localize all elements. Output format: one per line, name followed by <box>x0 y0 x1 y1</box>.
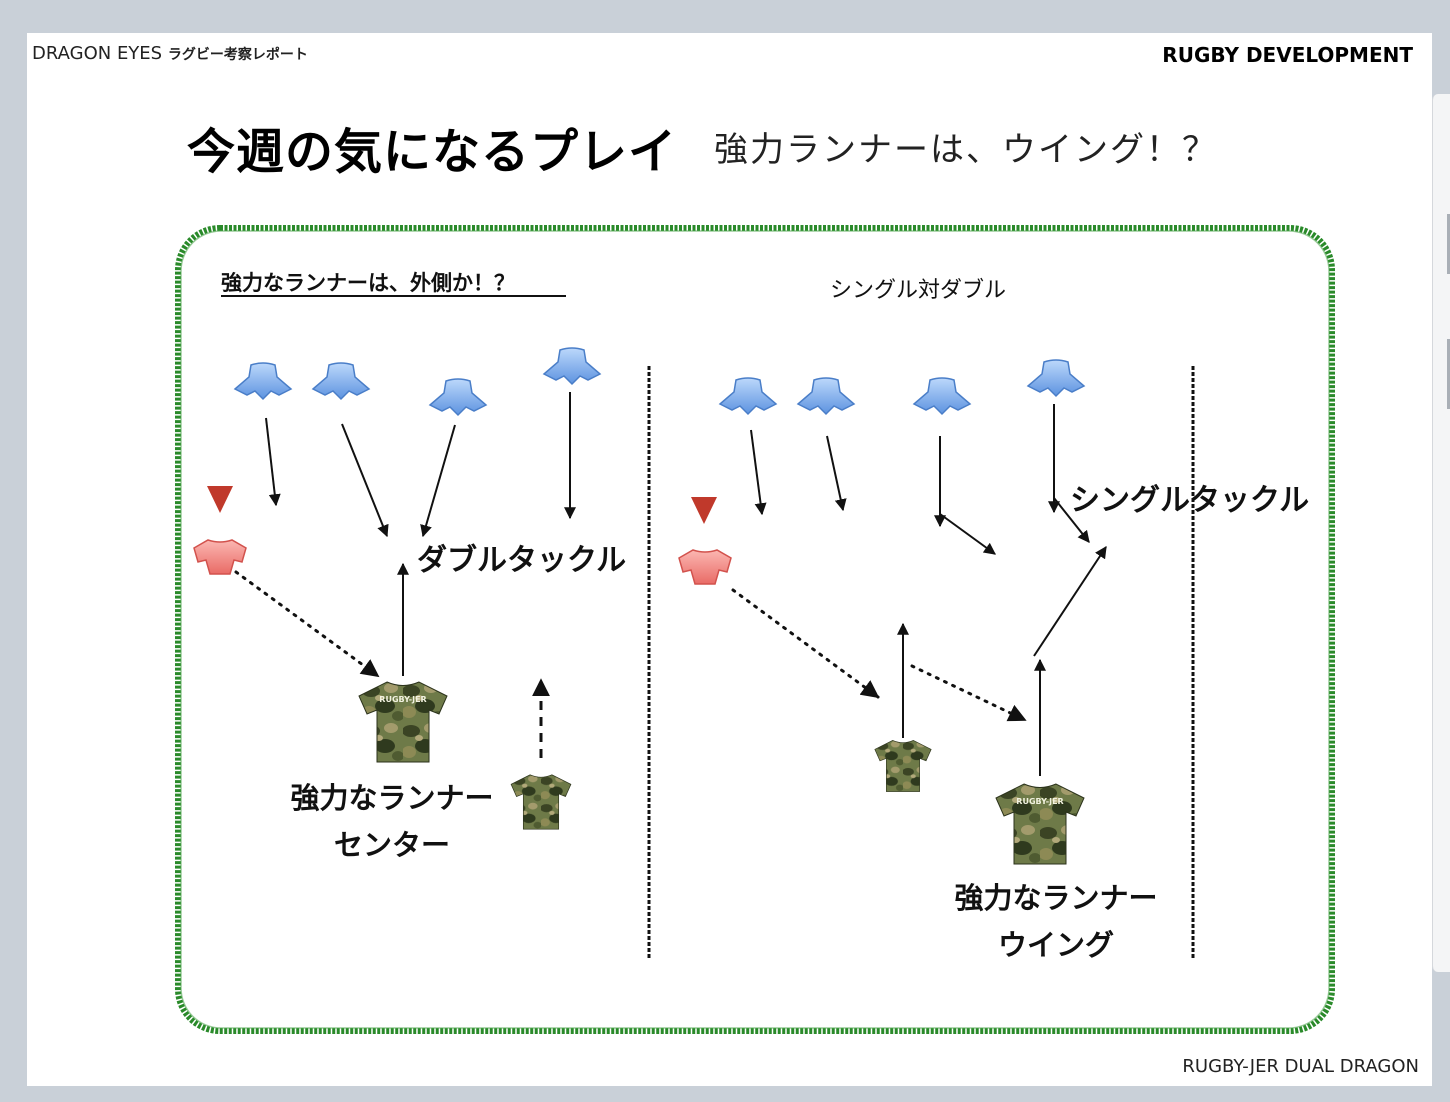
defender-icon <box>719 377 777 415</box>
pass-arrow <box>731 588 880 699</box>
pass-arrow <box>234 570 380 678</box>
defender-icon <box>234 362 292 400</box>
header-brand: DRAGON EYES ラグビー考察レポート <box>32 43 308 64</box>
tackle-arrows-left <box>265 392 576 676</box>
page-title: 今週の気になるプレイ <box>187 124 678 180</box>
support-shirt-icon <box>874 740 932 792</box>
side-panel[interactable] <box>1432 94 1450 972</box>
marker-triangle-icon <box>691 497 717 524</box>
marker-triangle-icon <box>207 486 233 513</box>
runner-center-label: 強力なランナー <box>290 781 493 815</box>
side-panel-tab[interactable] <box>1447 339 1450 409</box>
right-heading: シングル対ダブル <box>830 278 1006 303</box>
defender-icon <box>913 377 971 415</box>
defender-icon <box>543 347 601 385</box>
header-title: RUGBY DEVELOPMENT <box>1162 43 1413 67</box>
shirt-print: RUGBY-JER <box>379 695 426 704</box>
support-shirt-icon <box>510 774 572 830</box>
shirt-print: RUGBY-JER <box>1016 797 1063 806</box>
pass-arrow <box>910 664 1027 722</box>
defender-icon <box>312 362 370 400</box>
runner-wing-label: 強力なランナー <box>954 881 1157 915</box>
defender-icon <box>797 377 855 415</box>
attacker-icon <box>193 539 247 575</box>
report-label: ラグビー考察レポート <box>167 47 308 63</box>
defender-icon <box>429 378 487 416</box>
page-subtitle: 強力ランナーは、ウイング！？ <box>714 130 1218 170</box>
tackle-arrows-right <box>750 404 1107 776</box>
side-panel-tab[interactable] <box>1447 214 1450 274</box>
attacker-icon <box>678 549 732 585</box>
runner-wing-label: ウイング <box>998 928 1114 962</box>
footer-credit: RUGBY-JER DUAL DRAGON <box>1182 1056 1419 1077</box>
brand-text: DRAGON EYES <box>32 43 168 64</box>
play-frame <box>175 225 1335 1034</box>
double-tackle-label: ダブルタックル <box>417 543 626 578</box>
runner-center-label: センター <box>334 828 450 862</box>
single-tackle-label: シングルタックル <box>1070 483 1309 518</box>
left-heading: 強力なランナーは、外側か！？ <box>221 271 515 295</box>
defender-icon <box>1027 359 1085 397</box>
runner-shirt-icon <box>358 681 448 763</box>
runner-shirt-icon <box>995 783 1085 865</box>
